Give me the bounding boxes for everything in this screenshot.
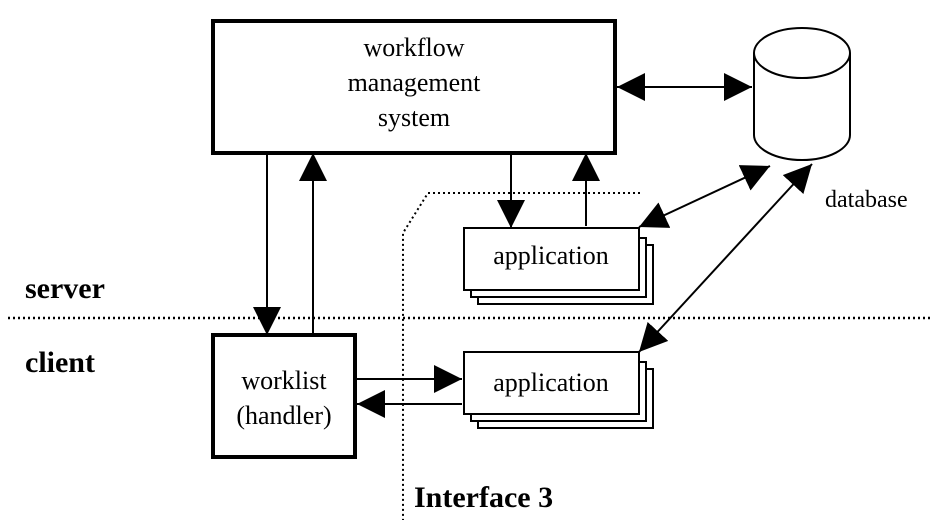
database-label: database bbox=[825, 187, 908, 213]
workflow-management-system-box: workflow management system bbox=[211, 19, 617, 155]
client-application-stack: application bbox=[463, 351, 654, 429]
server-zone-label: server bbox=[25, 272, 105, 305]
server-application-stack: application bbox=[463, 227, 654, 305]
worklist-handler-box: worklist (handler) bbox=[211, 333, 357, 459]
client-zone-label: client bbox=[25, 346, 95, 379]
database-cylinder bbox=[753, 27, 851, 161]
interface-label: Interface 3 bbox=[414, 481, 553, 514]
interface-boundary-line bbox=[402, 192, 640, 520]
arrow-client-application-database bbox=[638, 163, 813, 353]
worklist-label-line1: worklist bbox=[241, 366, 327, 395]
arrow-server-application-database bbox=[638, 165, 771, 228]
wfms-label-line1: workflow bbox=[363, 33, 464, 62]
worklist-label-line2: (handler) bbox=[236, 401, 331, 430]
wfms-label-line3: system bbox=[378, 103, 450, 132]
server-application-label: application bbox=[493, 241, 609, 270]
client-application-label: application bbox=[493, 368, 609, 397]
wfms-label-line2: management bbox=[348, 68, 482, 97]
